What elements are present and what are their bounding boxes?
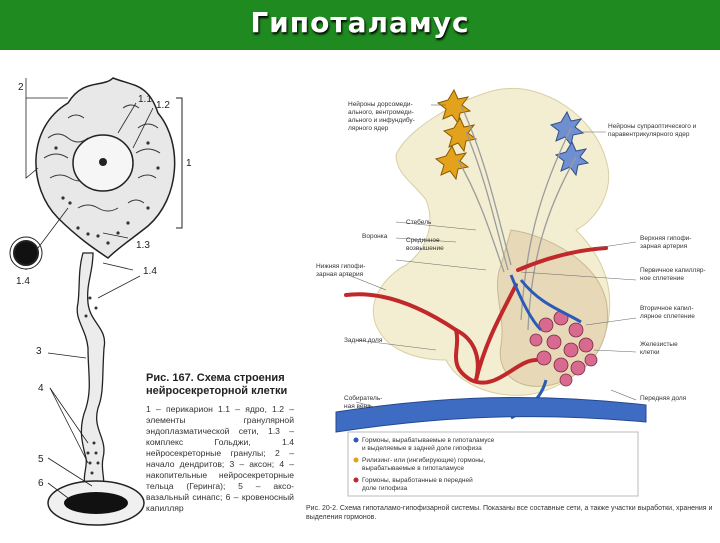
label-1: 1 — [186, 158, 192, 169]
label-neurons-right-1: Нейроны супраоптического и — [608, 122, 697, 130]
legend-item-1-line-2: и выделяемые в задней доле гипофиза — [362, 444, 482, 452]
right-figure-caption: Рис. 20-2. Схема гипоталамо-гипофизарной… — [306, 505, 713, 521]
label-3: 3 — [36, 346, 42, 357]
label-funnel: Воронка — [362, 233, 388, 240]
label-neurons-left-1: Нейроны дорсомеди- — [348, 100, 413, 108]
legend-item-3-line-1: Гормоны, выработанные в передней — [362, 476, 473, 484]
label-upper-artery-2: зарная артерия — [640, 243, 688, 250]
label-6: 6 — [38, 478, 44, 489]
label-4: 4 — [38, 383, 44, 394]
legend-item-2-line-1: Рилизинг- или (ингибирующие) гормоны, — [362, 456, 486, 464]
label-neurons-left-3: ального и инфундибу- — [348, 116, 415, 124]
label-neurons-left-4: лярного ядер — [348, 125, 389, 132]
diagram-legend: Гормоны, вырабатываемые в гипоталамусе и… — [347, 431, 639, 497]
legend-item-1-line-1: Гормоны, вырабатываемые в гипоталамусе — [362, 436, 495, 444]
legend-item-3-line-2: доле гипофиза — [362, 485, 408, 492]
label-5: 5 — [38, 454, 44, 465]
pituitary-drawing: Нейроны дорсомеди- ального, вентромеди- … — [316, 88, 706, 497]
neurosecretory-cell-figure: 2 1.1 1.2 1 1.3 1.4 1.4 3 4 5 6 — [8, 58, 298, 538]
label-lower-artery-2: зарная артерия — [316, 271, 364, 278]
label-median-eminence-1: Срединное — [406, 237, 440, 244]
left-caption-body: 1 – перикарион 1.1 – ядро, 1.2 – элемент… — [146, 404, 294, 513]
legend-item-2-line-2: вырабатываемые в гипоталамусе — [362, 464, 464, 472]
slide-header: Гипоталамус — [0, 0, 720, 50]
label-1-1: 1.1 — [138, 94, 152, 105]
label-primary-plexus-1: Первичное капилляр- — [640, 267, 706, 274]
label-median-eminence-2: возвышение — [406, 245, 444, 252]
collecting-vein — [335, 396, 647, 433]
label-collecting-vein-2: ная вена — [344, 403, 371, 410]
label-primary-plexus-2: ное сплетение — [640, 275, 684, 282]
label-1-3: 1.3 — [136, 240, 150, 251]
hypothalamo-pituitary-diagram: Нейроны дорсомеди- ального, вентромеди- … — [296, 60, 720, 540]
label-lower-artery-1: Нижняя гипофи- — [316, 263, 365, 270]
label-collecting-vein-1: Собиратель- — [344, 394, 382, 402]
left-caption-title: Рис. 167. Схема строения нейросекреторно… — [146, 372, 288, 397]
slide-title: Гипоталамус — [250, 6, 470, 39]
label-1-4-inset: 1.4 — [16, 276, 30, 287]
label-glandular-cells-1: Железистые — [640, 341, 678, 348]
label-stalk: Стебель — [406, 218, 432, 226]
label-glandular-cells-2: клетки — [640, 349, 660, 356]
label-neurons-left-2: ального, вентромеди- — [348, 109, 414, 116]
neurosecretory-cell-drawing: 2 1.1 1.2 1 1.3 1.4 1.4 3 4 5 6 — [9, 77, 192, 526]
label-secondary-plexus-2: лярное сплетение — [640, 313, 695, 320]
label-1-2: 1.2 — [156, 100, 170, 111]
label-1-4: 1.4 — [143, 266, 157, 277]
label-neurons-right-2: паравентрикулярного ядер — [608, 131, 690, 138]
label-anterior-lobe: Передняя доля — [640, 395, 687, 402]
label-posterior-lobe: Задняя доля — [344, 337, 383, 344]
label-secondary-plexus-1: Вторичное капил- — [640, 305, 694, 312]
label-upper-artery-1: Верхняя гипофи- — [640, 235, 691, 242]
label-2: 2 — [18, 82, 24, 93]
